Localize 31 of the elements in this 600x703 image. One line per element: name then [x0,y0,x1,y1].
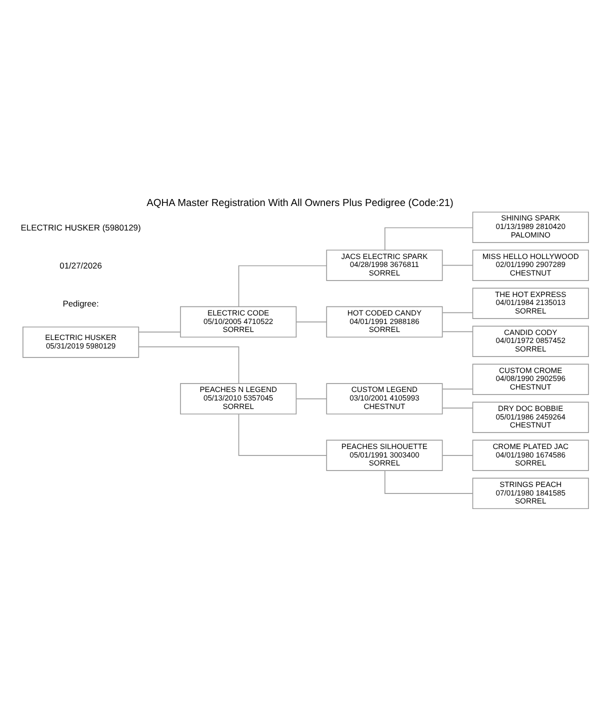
node-box: PEACHES SILHOUETTE 05/01/1991 3003400 SORREL [326,440,443,472]
connector [384,470,474,494]
connector [442,331,474,332]
node-box: SHINING SPARK 01/13/1989 2810420 PALOMINO [472,212,589,243]
connector [442,264,474,266]
node-box: CUSTOM LEGEND 03/10/2001 4105993 CHESTNUT [326,383,443,414]
node-box: CUSTOM CROME 04/08/1990 2902596 CHESTNUT [472,364,589,395]
connector [296,398,327,400]
node-box: STRINGS PEACH 07/01/1980 1841585 SORREL [472,478,589,510]
connector [442,388,474,390]
label: 01/27/2026 [60,260,102,270]
connector [238,265,327,307]
connector [138,346,240,384]
node-box: HOT CODED CANDY 04/01/1991 2988186 SORREL [326,306,443,338]
node-box: PEACHES N LEGEND 05/13/2010 5357045 SORREL [180,383,297,414]
node-box: JACS ELECTRIC SPARK 04/28/1998 3676811 SORREL [326,250,443,281]
connector [238,414,327,456]
node-box: ELECTRIC CODE 05/10/2005 4710522 SORREL [180,306,297,338]
node-box: CANDID CODY 04/01/1972 0857452 SORREL [472,326,589,357]
node-box: MISS HELLO HOLLYWOOD 02/01/1990 2907289 CHESTNUT [472,250,589,281]
diagram-title: AQHA Master Registration With All Owners Plus Pedigree (Code:21) [146,198,454,209]
node-box: CROME PLATED JAC 04/01/1980 1674586 SORREL [472,440,589,472]
connector [442,312,474,314]
connector [442,454,474,456]
node-box: DRY DOC BOBBIE 05/01/1986 2459264 CHESTNUT [472,402,589,434]
node-box: THE HOT EXPRESS 04/01/1984 2135013 SORREL [472,288,589,319]
connector [384,227,474,250]
label: Pedigree: [62,298,99,308]
node-box: ELECTRIC HUSKER 05/31/2019 5980129 [22,326,140,358]
connector [442,408,474,409]
label: ELECTRIC HUSKER (5980129) [20,222,141,232]
